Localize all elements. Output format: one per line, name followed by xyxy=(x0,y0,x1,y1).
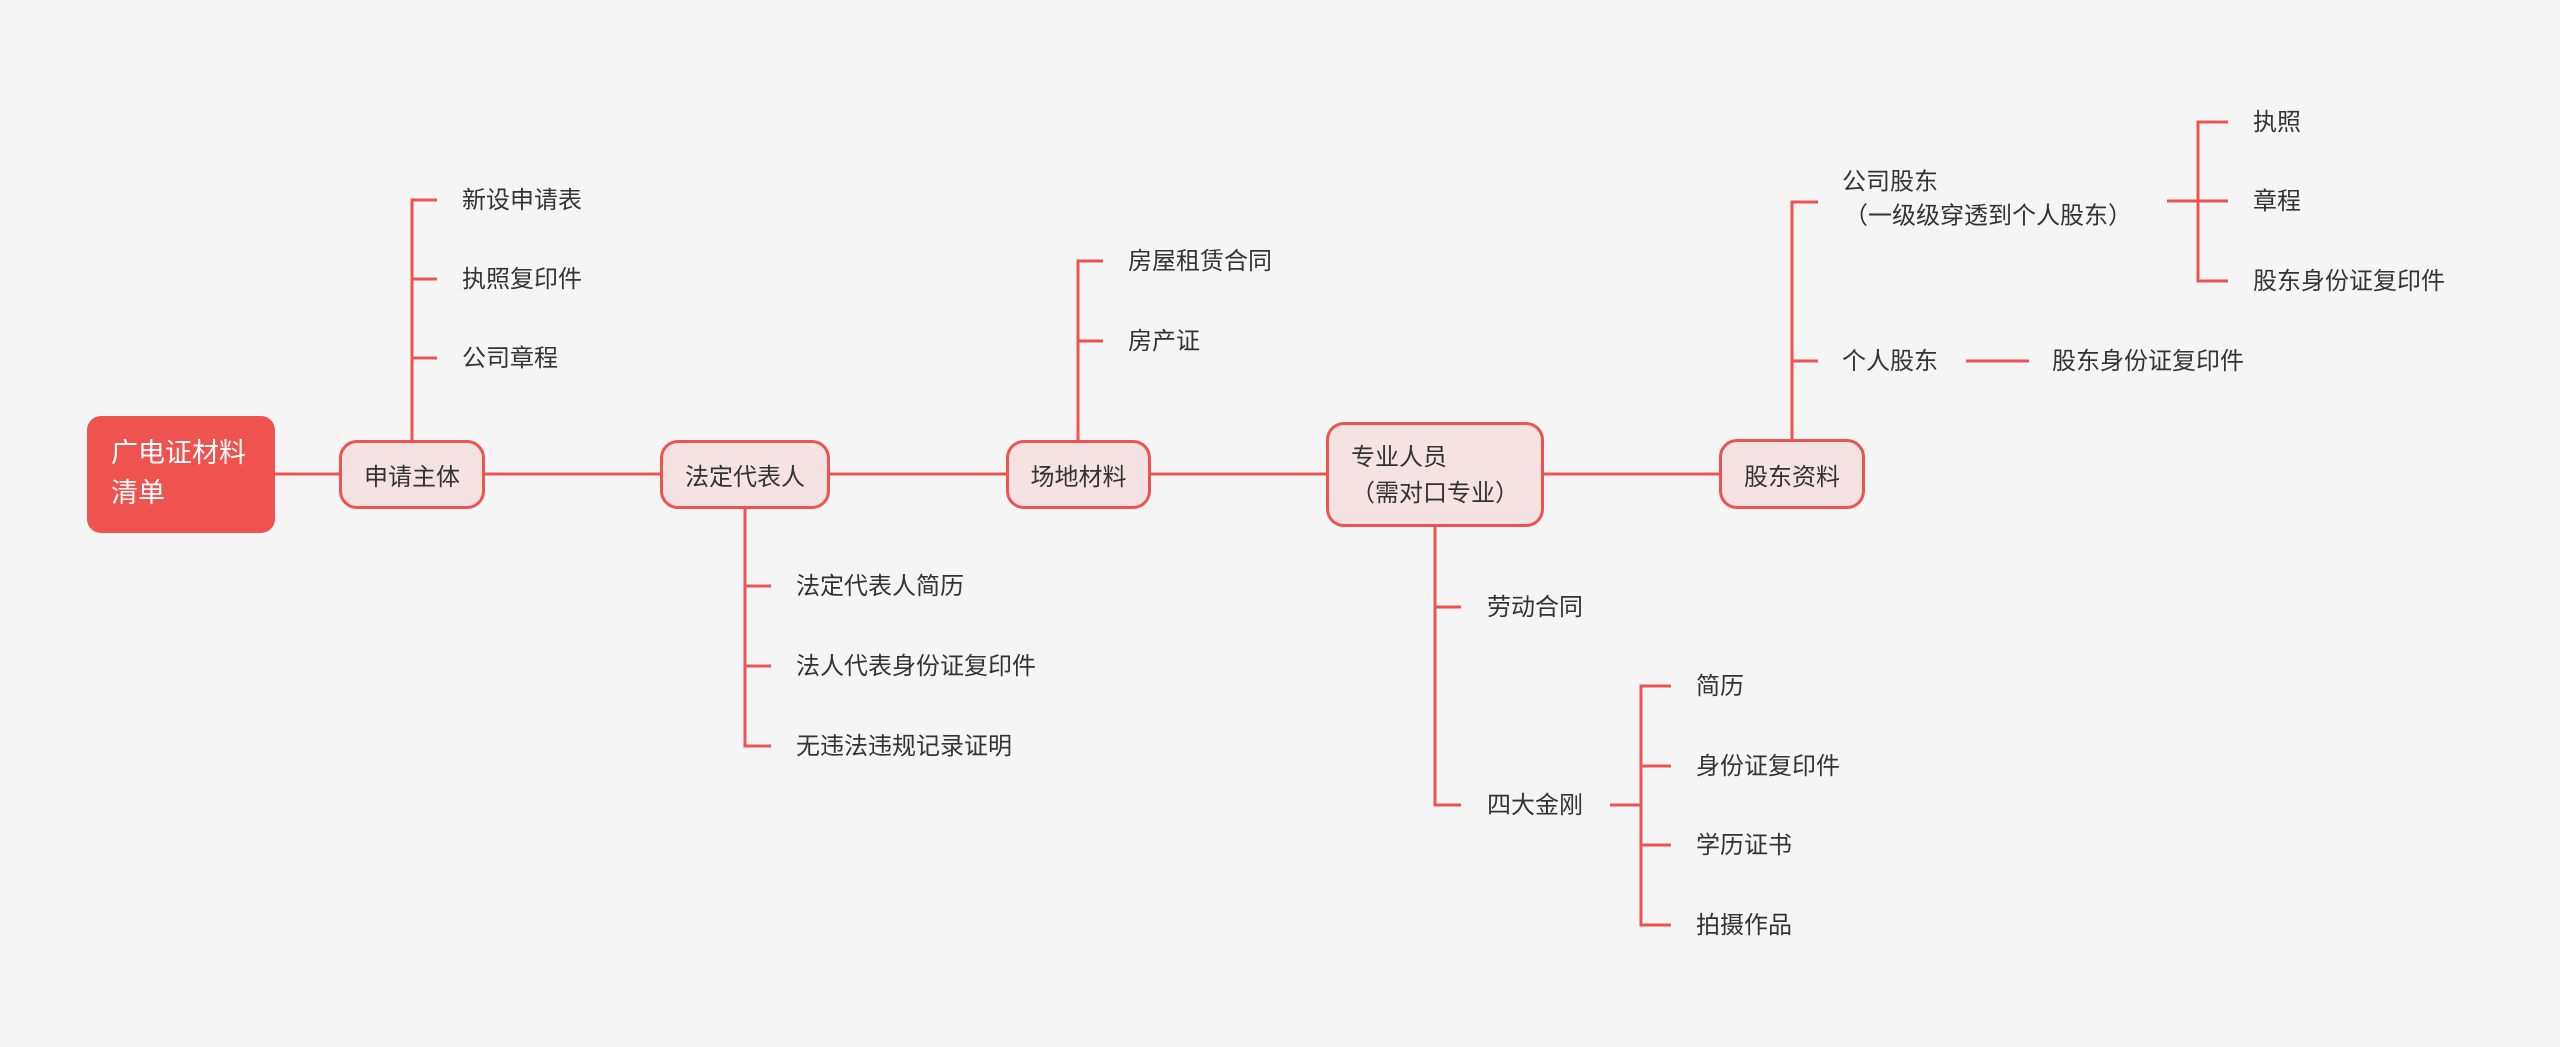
leaf-item[interactable]: 拍摄作品 xyxy=(1696,911,1792,939)
leaf-item[interactable]: 执照复印件 xyxy=(462,265,582,293)
leaf-item[interactable]: 股东身份证复印件 xyxy=(2052,347,2244,375)
node-professionals[interactable]: 专业人员 （需对口专业） xyxy=(1326,422,1544,527)
leaf-item[interactable]: 房产证 xyxy=(1128,327,1200,355)
node-shareholders-label: 股东资料 xyxy=(1744,462,1840,491)
leaf-item[interactable]: 新设申请表 xyxy=(462,186,582,214)
node-shareholders[interactable]: 股东资料 xyxy=(1719,439,1865,509)
shareholders-branch xyxy=(1790,200,1818,439)
root-line-2: 清单 xyxy=(111,478,165,509)
leaf-item[interactable]: 法人代表身份证复印件 xyxy=(796,652,1036,680)
node-venue[interactable]: 场地材料 xyxy=(1006,440,1151,509)
node-applicant-label: 申请主体 xyxy=(364,463,460,491)
node-professionals-line2: （需对口专业） xyxy=(1351,478,1519,507)
node-venue-label: 场地材料 xyxy=(1030,463,1127,491)
leaf-item[interactable]: 股东身份证复印件 xyxy=(2253,267,2445,295)
four-branch xyxy=(1639,684,1671,927)
leaf-individual-shareholder[interactable]: 个人股东 xyxy=(1842,347,1938,375)
root-topic[interactable]: 广电证材料 清单 xyxy=(87,416,275,533)
venue-branch xyxy=(1076,259,1103,440)
leaf-item[interactable]: 公司章程 xyxy=(462,344,558,372)
leaf-corporate-line1: 公司股东 xyxy=(1842,167,1938,196)
leaf-item[interactable]: 学历证书 xyxy=(1696,831,1792,859)
leaf-item[interactable]: 劳动合同 xyxy=(1487,593,1583,621)
leaf-item[interactable]: 无违法违规记录证明 xyxy=(796,732,1012,760)
professionals-branch xyxy=(1433,527,1461,807)
leaf-item[interactable]: 执照 xyxy=(2253,108,2301,136)
node-applicant[interactable]: 申请主体 xyxy=(339,440,485,509)
leaf-corporate-shareholder[interactable]: 公司股东 （一级级穿透到个人股东） xyxy=(1842,164,2132,232)
node-legal-rep[interactable]: 法定代表人 xyxy=(660,440,830,509)
leaf-four-pillars[interactable]: 四大金刚 xyxy=(1487,791,1583,819)
leaf-item[interactable]: 章程 xyxy=(2253,187,2301,215)
leaf-item[interactable]: 法定代表人简历 xyxy=(796,572,964,600)
leaf-item[interactable]: 简历 xyxy=(1696,672,1744,700)
legal-rep-branch xyxy=(743,509,771,748)
leaf-item[interactable]: 房屋租赁合同 xyxy=(1128,247,1272,275)
root-line-1: 广电证材料 xyxy=(111,438,246,469)
applicant-branch xyxy=(410,198,437,440)
leaf-item[interactable]: 身份证复印件 xyxy=(1696,752,1840,780)
leaf-corporate-line2: （一级级穿透到个人股东） xyxy=(1844,201,2132,230)
node-legal-rep-label: 法定代表人 xyxy=(685,463,805,491)
node-professionals-line1: 专业人员 xyxy=(1351,442,1447,471)
